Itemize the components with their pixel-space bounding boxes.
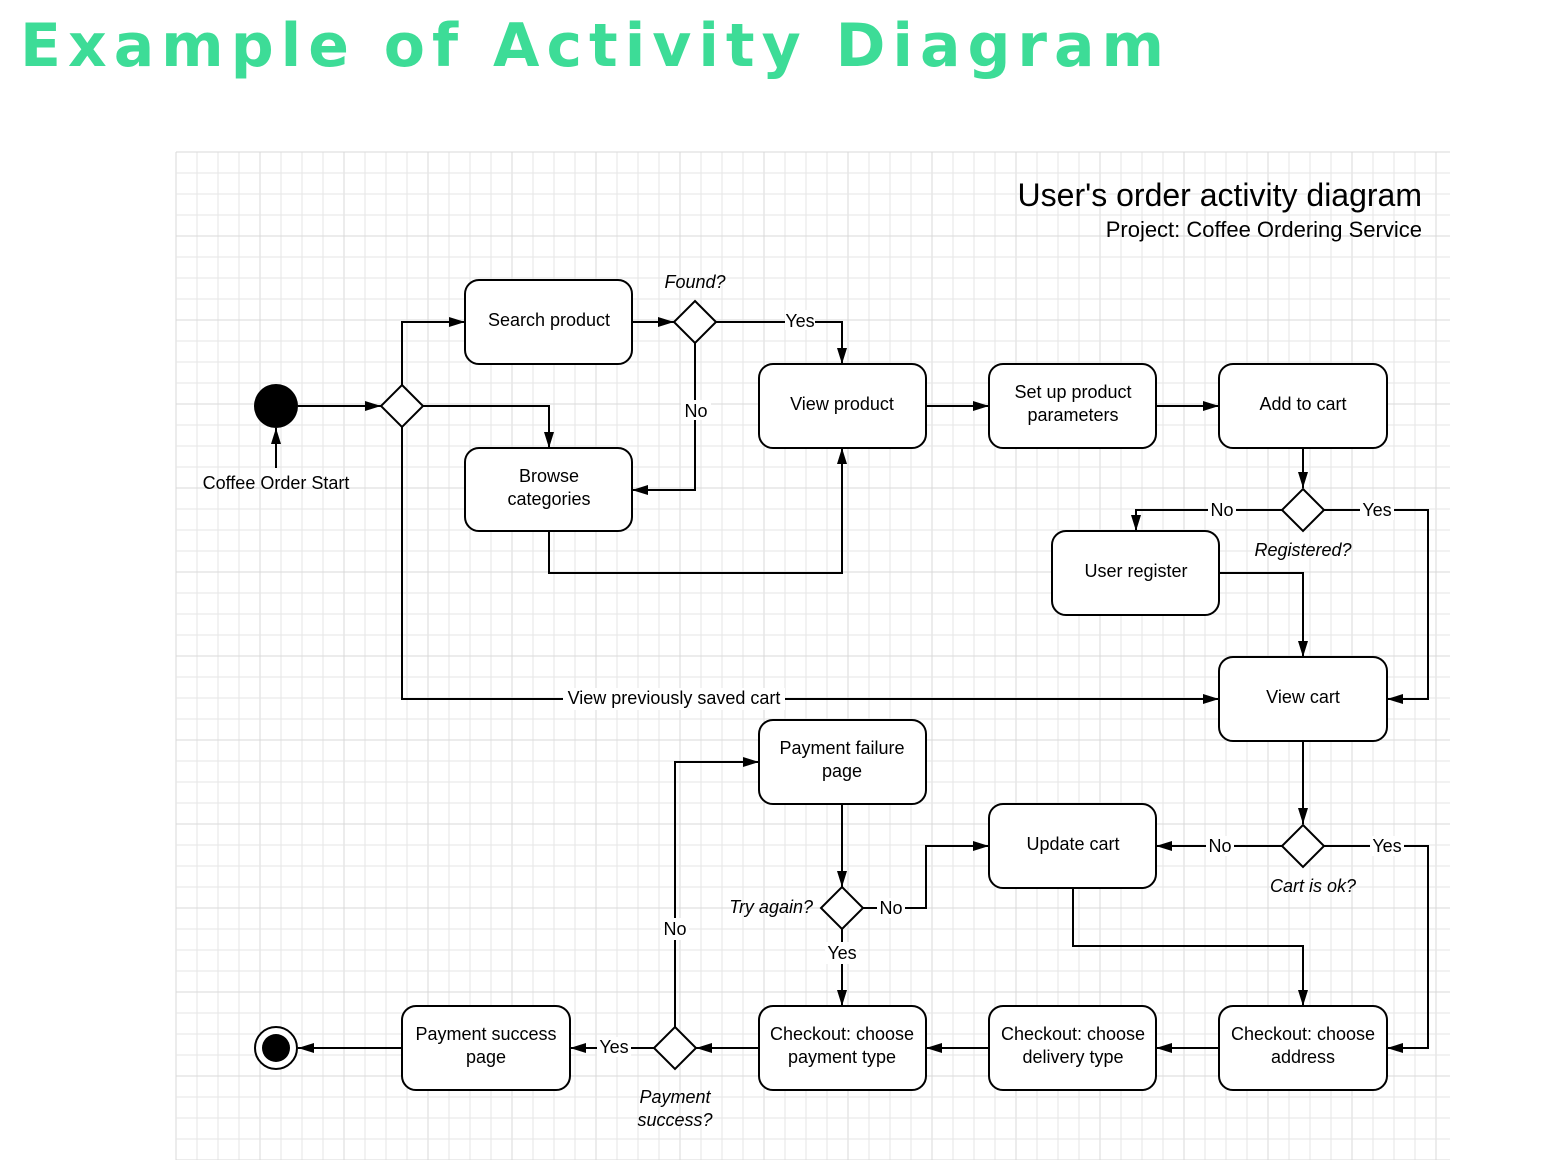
activity-checkout-delivery: Checkout: choose delivery type — [988, 1005, 1157, 1091]
activity-search-product: Search product — [464, 279, 633, 365]
activity-setup-parameters: Set up product parameters — [988, 363, 1157, 449]
payment-success-question: success? — [637, 1110, 712, 1130]
edge-label-cart-no: No — [1208, 836, 1231, 856]
activity-label: Payment success — [415, 1024, 556, 1044]
activity-label: Payment failure — [779, 738, 904, 758]
activity-label: delivery type — [1022, 1047, 1123, 1067]
try-again-decision — [819, 885, 865, 931]
page-title: Example of Activity Diagram — [20, 11, 1172, 81]
activity-view-cart: View cart — [1218, 656, 1388, 742]
activity-label: Search product — [488, 310, 610, 330]
activity-add-to-cart: Add to cart — [1218, 363, 1388, 449]
activity-payment-success: Payment success page — [401, 1005, 571, 1091]
activity-label: page — [822, 761, 862, 781]
activity-label: Checkout: choose — [770, 1024, 914, 1044]
edge-update-to-address — [1072, 888, 1308, 1006]
edge-found-yes — [716, 321, 847, 364]
payment-success-question: Payment — [639, 1087, 711, 1107]
edge-label-found-no: No — [684, 401, 707, 421]
activity-label: payment type — [788, 1047, 896, 1067]
cart-ok-question: Cart is ok? — [1270, 876, 1356, 896]
activity-update-cart: Update cart — [988, 803, 1157, 889]
activity-label: Browse — [519, 466, 579, 486]
activity-browse-categories: Browse categories — [464, 447, 633, 532]
fork-decision — [379, 383, 425, 429]
start-node — [254, 384, 298, 428]
edge-label-found-yes: Yes — [785, 311, 814, 331]
edge-label-pay-yes: Yes — [599, 1037, 628, 1057]
edge-fork-to-browse — [423, 405, 554, 448]
activity-label: Add to cart — [1259, 394, 1346, 414]
edge-register-to-viewcart — [1219, 572, 1308, 657]
activity-label: Set up product — [1014, 382, 1131, 402]
try-again-question: Try again? — [729, 897, 813, 917]
activity-label: parameters — [1027, 405, 1118, 425]
edge-pay-no — [674, 757, 759, 1027]
activity-label: View product — [790, 394, 894, 414]
grid-background — [175, 151, 1450, 1160]
activity-checkout-payment: Checkout: choose payment type — [758, 1005, 927, 1091]
activity-label: Checkout: choose — [1231, 1024, 1375, 1044]
activity-user-register: User register — [1051, 530, 1220, 616]
activity-view-product: View product — [758, 363, 927, 449]
edge-found-no — [632, 343, 696, 495]
registered-decision — [1280, 487, 1326, 533]
diagram-subtitle: Project: Coffee Ordering Service — [1106, 217, 1422, 242]
edge-labels: Yes No No Yes View previously saved cart… — [563, 310, 1404, 1057]
edge-browse-to-view — [548, 448, 847, 574]
activity-label: Update cart — [1026, 834, 1119, 854]
start-label: Coffee Order Start — [203, 473, 350, 493]
activity-label: address — [1271, 1047, 1335, 1067]
end-node-inner — [262, 1034, 290, 1062]
activity-label: View cart — [1266, 687, 1340, 707]
activity-payment-failure: Payment failure page — [758, 719, 927, 805]
activity-label: categories — [507, 489, 590, 509]
edge-label-try-no: No — [879, 898, 902, 918]
activity-label: Checkout: choose — [1001, 1024, 1145, 1044]
cart-ok-decision — [1280, 823, 1326, 869]
registered-question: Registered? — [1254, 540, 1351, 560]
payment-success-decision — [652, 1025, 698, 1071]
found-question: Found? — [664, 272, 725, 292]
found-decision — [672, 299, 718, 345]
edge-saved-cart — [401, 427, 1219, 704]
activity-checkout-address: Checkout: choose address — [1218, 1005, 1388, 1091]
edge-label-try-yes: Yes — [827, 943, 856, 963]
edge-label-registered-yes: Yes — [1362, 500, 1391, 520]
activity-label: page — [466, 1047, 506, 1067]
edge-label-registered-no: No — [1210, 500, 1233, 520]
edge-label-saved-cart: View previously saved cart — [568, 688, 781, 708]
edge-fork-to-search — [401, 317, 465, 385]
activity-label: User register — [1084, 561, 1187, 581]
edge-label-pay-no: No — [663, 919, 686, 939]
edge-label-cart-yes: Yes — [1372, 836, 1401, 856]
diagram-title: User's order activity diagram — [1018, 177, 1422, 213]
